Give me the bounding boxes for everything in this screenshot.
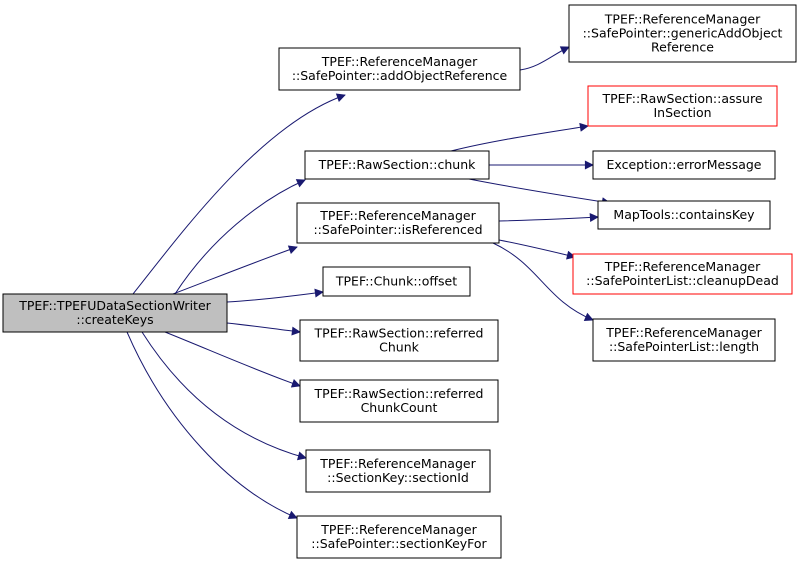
- node-label-line: Reference: [651, 39, 714, 54]
- node-label-line: TPEF::RawSection::referred: [314, 325, 484, 340]
- node-label-line: ::SafePointerList::cleanupDead: [586, 273, 779, 288]
- node-label-line: TPEF::ReferenceManager: [321, 54, 478, 69]
- node-cleanupDead[interactable]: TPEF::ReferenceManager::SafePointerList:…: [572, 253, 793, 295]
- node-length[interactable]: TPEF::ReferenceManager::SafePointerList:…: [592, 318, 776, 362]
- edge-isReferenced-to-containsKey: [498, 212, 599, 222]
- node-genericAddObjectReference[interactable]: TPEF::ReferenceManager::SafePointer::gen…: [568, 4, 797, 63]
- edge-root-to-sectionId: [141, 331, 307, 461]
- edges-layer: [126, 46, 611, 520]
- node-box: [322, 266, 471, 297]
- node-label-line: TPEF::RawSection::chunk: [318, 157, 477, 172]
- node-label-line: ::createKeys: [76, 312, 153, 327]
- node-isReferenced[interactable]: TPEF::ReferenceManager::SafePointer::isR…: [296, 202, 500, 244]
- node-containsKey[interactable]: MapTools::containsKey: [597, 200, 771, 230]
- node-sectionId[interactable]: TPEF::ReferenceManager::SectionKey::sect…: [305, 449, 491, 493]
- node-box: [299, 319, 499, 362]
- node-label-line: TPEF::ReferenceManager: [320, 522, 477, 537]
- edge-root-to-offset: [226, 288, 324, 303]
- node-box: [592, 318, 776, 362]
- edge-isReferenced-to-length: [492, 242, 594, 322]
- node-errorMessage[interactable]: Exception::errorMessage: [592, 150, 776, 180]
- edge-root-to-addObjectReference: [132, 93, 346, 295]
- node-box: [305, 449, 491, 493]
- node-sectionKeyFor[interactable]: TPEF::ReferenceManager::SafePointer::sec…: [296, 515, 502, 559]
- node-box: [592, 150, 776, 180]
- node-box: [2, 293, 228, 333]
- node-label-line: InSection: [653, 105, 711, 120]
- node-box: [299, 379, 499, 423]
- edge-chunk-to-containsKey: [468, 178, 611, 207]
- node-box: [296, 515, 502, 559]
- node-label-line: MapTools::containsKey: [613, 207, 755, 222]
- node-label-line: TPEF::ReferenceManager: [604, 11, 761, 26]
- node-label-line: Exception::errorMessage: [607, 157, 762, 172]
- edge-root-to-referredChunk: [226, 322, 301, 336]
- nodes-layer: TPEF::TPEFUDataSectionWriter::createKeys…: [2, 4, 797, 559]
- edge-addObjectReference-to-genericAddObjectReference: [519, 46, 570, 71]
- edge-root-to-referredChunkCount: [164, 331, 301, 388]
- edge-root-to-isReferenced: [172, 245, 298, 295]
- node-box: [587, 85, 778, 127]
- node-addObjectReference[interactable]: TPEF::ReferenceManager::SafePointer::add…: [278, 47, 521, 91]
- edge-root-to-sectionKeyFor: [126, 331, 298, 520]
- node-label-line: ::SafePointer::isReferenced: [313, 222, 482, 237]
- node-box: [572, 253, 793, 295]
- node-box: [296, 202, 500, 244]
- edge-chunk-to-assureInSection: [450, 122, 589, 152]
- node-label-line: ChunkCount: [361, 400, 438, 415]
- node-chunk[interactable]: TPEF::RawSection::chunk: [304, 150, 490, 180]
- edge-root-to-chunk: [174, 179, 306, 295]
- node-label-line: ::SectionKey::sectionId: [327, 470, 469, 485]
- node-label-line: TPEF::ReferenceManager: [319, 208, 476, 223]
- node-label-line: TPEF::ReferenceManager: [604, 259, 761, 274]
- node-label-line: ::SafePointerList::length: [609, 339, 759, 354]
- node-label-line: Chunk: [379, 339, 419, 354]
- node-box: [597, 200, 771, 230]
- node-box: [304, 150, 490, 180]
- node-label-line: TPEF::RawSection::referred: [314, 386, 484, 401]
- node-label-line: TPEF::RawSection::assure: [601, 91, 762, 106]
- node-box: [278, 47, 521, 91]
- node-root[interactable]: TPEF::TPEFUDataSectionWriter::createKeys: [2, 293, 228, 333]
- node-box: [568, 4, 797, 63]
- node-label-line: TPEF::ReferenceManager: [319, 456, 476, 471]
- node-label-line: ::SafePointer::addObjectReference: [292, 68, 508, 83]
- edge-isReferenced-to-cleanupDead: [498, 239, 576, 260]
- node-label-line: TPEF::TPEFUDataSectionWriter: [18, 298, 211, 313]
- node-label-line: ::SafePointer::sectionKeyFor: [311, 536, 487, 551]
- node-label-line: TPEF::ReferenceManager: [605, 325, 762, 340]
- node-label-line: TPEF::Chunk::offset: [335, 273, 457, 288]
- node-label-line: ::SafePointer::genericAddObject: [583, 25, 783, 40]
- node-offset[interactable]: TPEF::Chunk::offset: [322, 266, 471, 297]
